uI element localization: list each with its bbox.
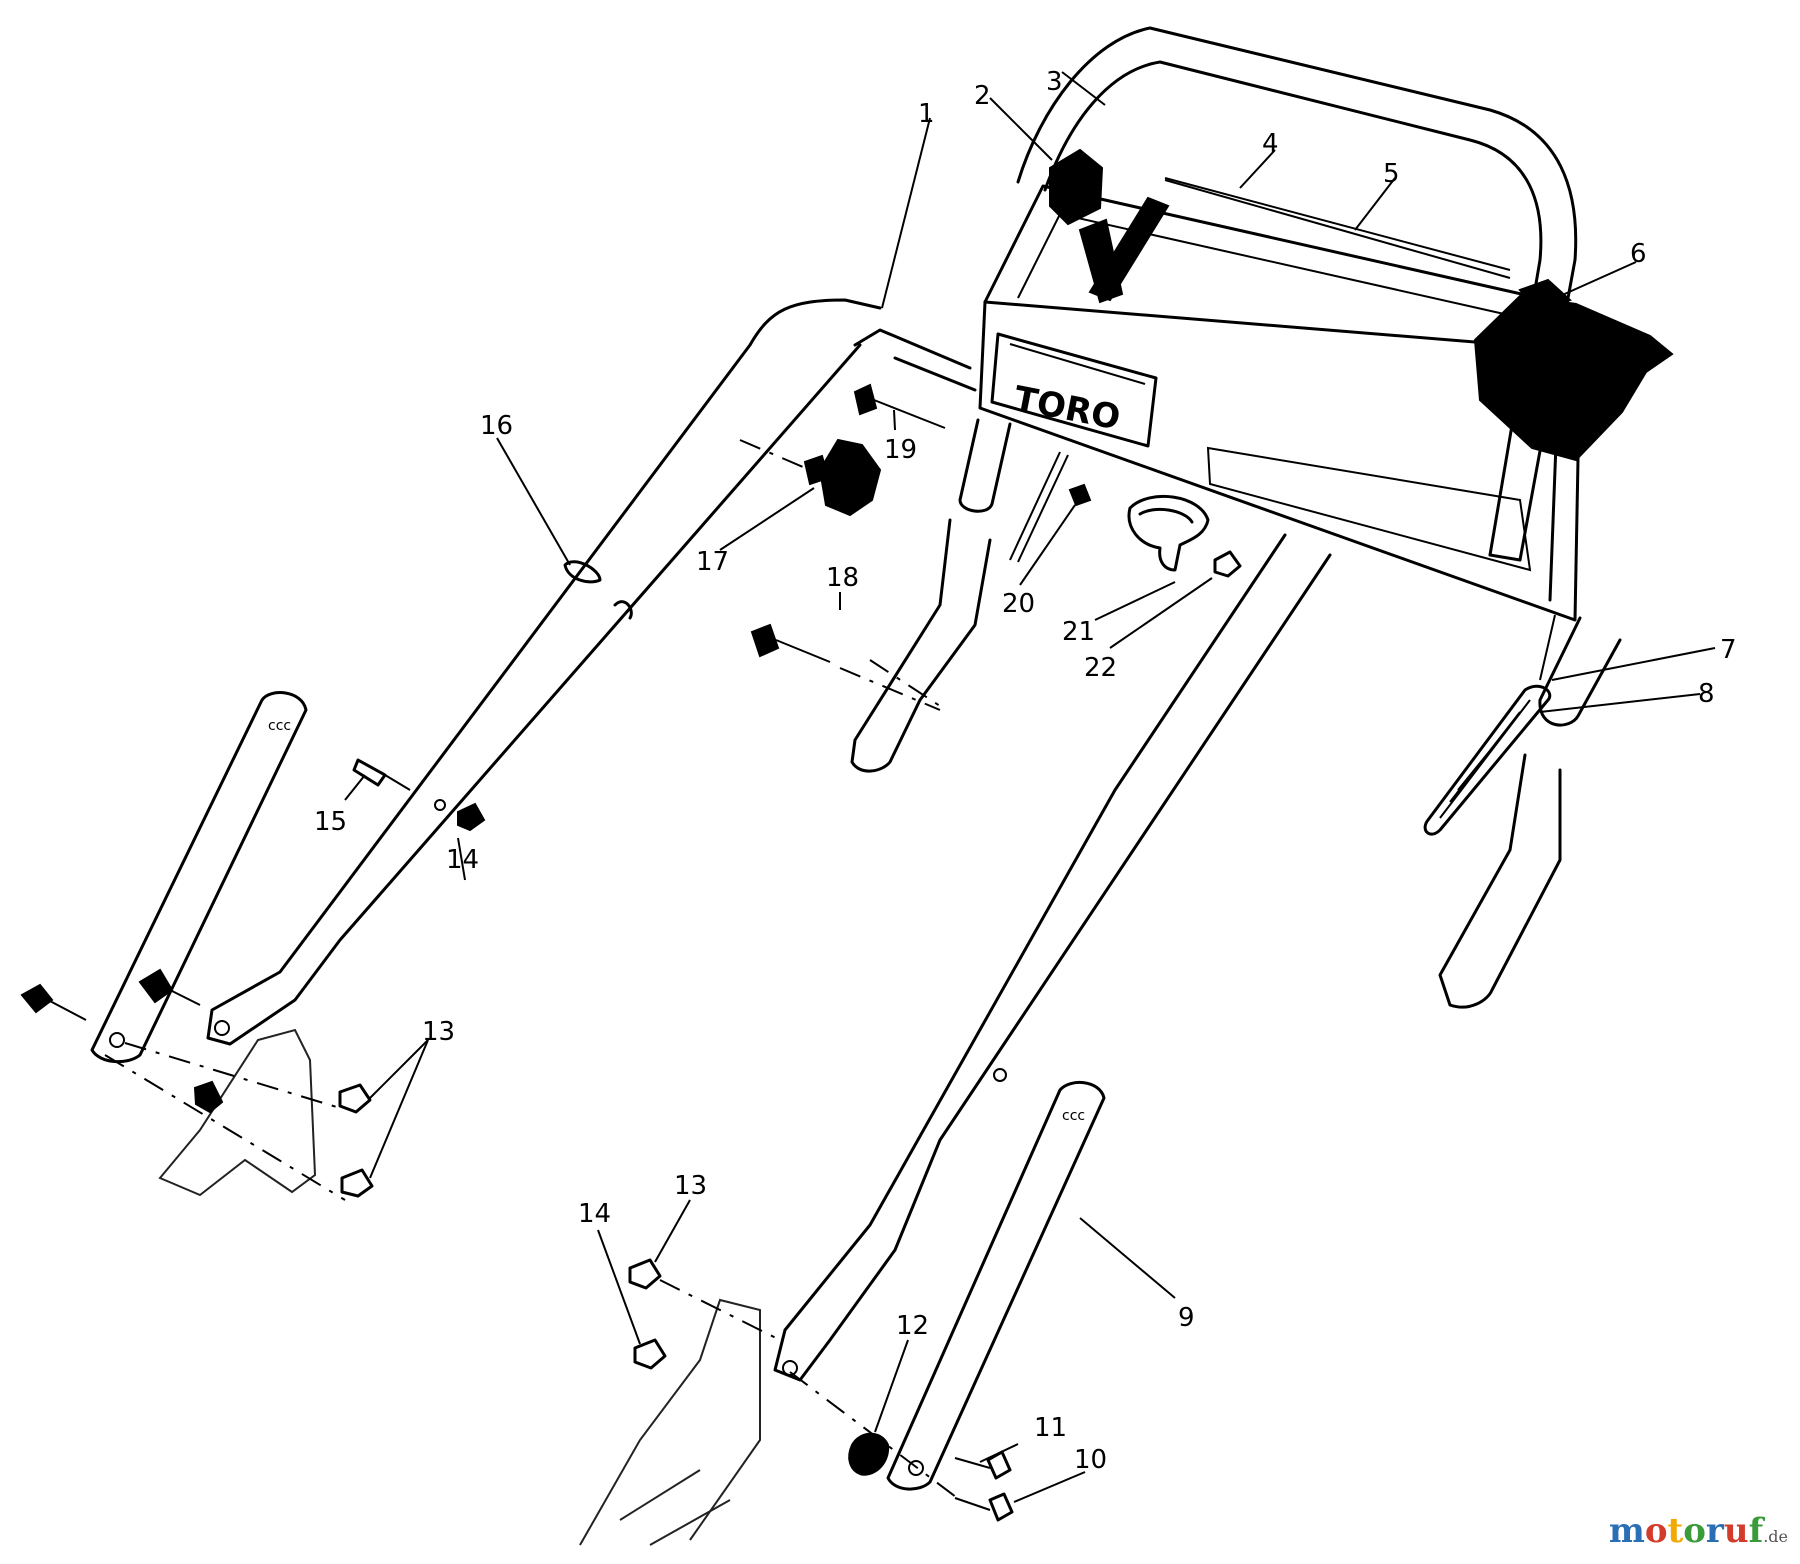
svg-text:ᴄᴄᴄ: ᴄᴄᴄ [268, 718, 291, 734]
upper-handle [1016, 26, 1578, 562]
callout-7: 7 [1720, 635, 1737, 665]
callout-6: 6 [1630, 239, 1647, 269]
toro-logo: TORO [1011, 379, 1124, 439]
callout-5: 5 [1383, 159, 1400, 189]
callout-11: 11 [1034, 1413, 1067, 1443]
fasteners [20, 383, 1556, 1522]
callout-21: 21 [1062, 617, 1095, 647]
handle-plate-left: ᴄᴄᴄ [90, 691, 308, 1064]
frame-left [104, 1028, 346, 1201]
watermark-letter: u [1723, 1511, 1749, 1551]
callout-10: 10 [1074, 1445, 1107, 1475]
handle-tubes [850, 418, 1622, 1009]
watermark-letter: o [1644, 1511, 1668, 1551]
watermark-letters: motoruf [1609, 1511, 1763, 1551]
watermark-letter: t [1667, 1511, 1684, 1551]
watermark-letter: m [1608, 1511, 1645, 1551]
callout-18: 18 [826, 563, 859, 593]
lower-handle-right [773, 533, 1332, 1382]
watermark-logo: motoruf.de [1609, 1511, 1788, 1551]
callout-15: 15 [314, 807, 347, 837]
callout-13-left: 13 [422, 1017, 455, 1047]
drive-control-lever [1473, 278, 1674, 462]
callout-14-right: 14 [578, 1199, 611, 1229]
callout-14-left: 14 [446, 845, 479, 875]
svg-text:ᴄᴄᴄ: ᴄᴄᴄ [1062, 1108, 1085, 1124]
callout-2: 2 [974, 81, 991, 111]
watermark-letter: r [1705, 1511, 1724, 1551]
leader-lines [344, 71, 1716, 1503]
callout-16: 16 [480, 411, 513, 441]
callout-1: 1 [918, 99, 935, 129]
watermark-suffix: .de [1763, 1527, 1788, 1546]
handle-plate-right: ᴄᴄᴄ [886, 1080, 1106, 1491]
callout-labels: 1 2 3 4 5 6 7 8 9 10 11 12 13 13 14 14 1… [314, 67, 1737, 1475]
callout-17: 17 [696, 547, 729, 577]
callout-12: 12 [896, 1311, 929, 1341]
callout-3: 3 [1046, 67, 1063, 97]
watermark-letter: f [1748, 1511, 1764, 1551]
throttle-control-lever [1049, 148, 1170, 304]
callout-13-right: 13 [674, 1171, 707, 1201]
lower-handle-left [206, 298, 977, 1046]
watermark-letter: o [1683, 1511, 1706, 1551]
callout-20: 20 [1002, 589, 1035, 619]
callout-8: 8 [1698, 679, 1715, 709]
callout-22: 22 [1084, 653, 1117, 683]
callout-4: 4 [1262, 129, 1279, 159]
callout-9: 9 [1178, 1303, 1195, 1333]
callout-19: 19 [884, 435, 917, 465]
